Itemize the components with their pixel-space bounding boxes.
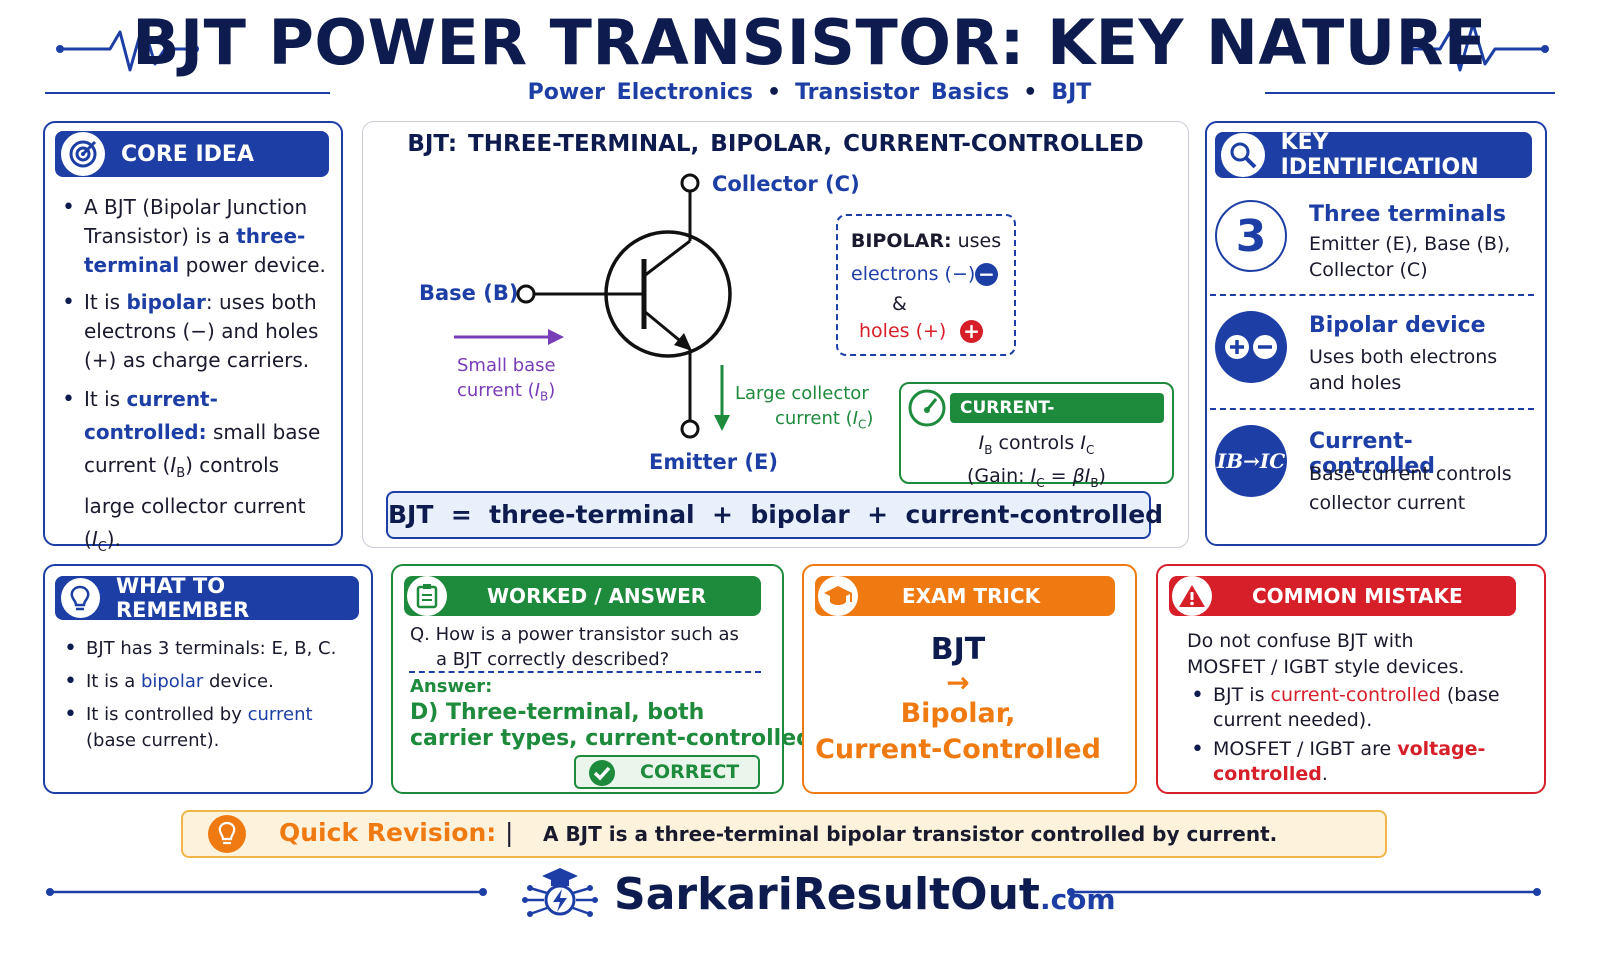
remember-header: WHAT TO REMEMBER xyxy=(55,574,359,622)
clipboard-icon xyxy=(407,576,447,616)
key-identification-title: KEY IDENTIFICATION xyxy=(1280,130,1479,180)
breadcrumb-power-electronics[interactable]: Power Electronics xyxy=(527,80,754,105)
header-rule-right xyxy=(1265,92,1555,94)
exam-trick-header: EXAM TRICK xyxy=(815,576,1115,616)
pulse-icon-right xyxy=(1406,22,1549,72)
divider xyxy=(1210,294,1534,296)
list-item: BJT has 3 terminals: E, B, C. xyxy=(60,636,360,662)
ampersand: & xyxy=(892,293,907,315)
base-label: Base (B) xyxy=(419,281,519,305)
target-icon xyxy=(61,132,105,176)
list-item: It is current-controlled: small base cur… xyxy=(58,383,333,564)
breadcrumb-transistor-basics[interactable]: Transistor Basics xyxy=(795,80,1010,105)
quick-revision-separator: | xyxy=(505,818,514,847)
warning-icon xyxy=(1172,576,1212,616)
breadcrumb-bjt[interactable]: BJT xyxy=(1051,80,1092,105)
footer-rule-left xyxy=(46,888,487,896)
key-id-item-current: IB→IC Current-controlled Base current co… xyxy=(1215,423,1535,523)
worked-header: WORKED / ANSWER xyxy=(404,576,761,616)
footer-rule-right xyxy=(1067,888,1541,896)
worked-question: Q. How is a power transistor such as a B… xyxy=(410,624,739,670)
graduation-cap-icon xyxy=(818,576,858,616)
divider xyxy=(1210,408,1534,410)
diagram-card xyxy=(362,121,1189,548)
header-rule-left xyxy=(45,92,330,94)
three-badge-icon: 3 xyxy=(1215,200,1287,272)
plus-icon: + xyxy=(960,320,983,343)
check-icon xyxy=(589,760,615,786)
list-item: It is controlled by current (base curren… xyxy=(60,702,360,754)
list-item: BJT is current-controlled (base current … xyxy=(1187,683,1527,733)
quick-revision-bar xyxy=(181,810,1387,858)
brand-logo-icon xyxy=(522,868,598,917)
brand-name[interactable]: SarkariResultOut.com xyxy=(614,869,1116,920)
common-mistake-list: BJT is current-controlled (base current … xyxy=(1187,683,1527,795)
remember-title: WHAT TO REMEMBER xyxy=(115,574,250,622)
list-item: It is a bipolar device. xyxy=(60,669,360,695)
common-mistake-title: COMMON MISTAKE xyxy=(1252,584,1463,608)
equation-banner: BJT = three-terminal + bipolar + current… xyxy=(386,491,1163,539)
quick-revision-label: Quick Revision: xyxy=(279,818,497,847)
core-idea-title: CORE IDEA xyxy=(121,141,254,167)
key-id-text: Base current controls collector current xyxy=(1309,463,1512,514)
worked-title: WORKED / ANSWER xyxy=(487,584,707,608)
diagram-heading: BJT: THREE-TERMINAL, BIPOLAR, CURRENT-CO… xyxy=(407,131,1144,157)
answer-text: D) Three-terminal, both carrier types, c… xyxy=(410,700,812,751)
gauge-icon xyxy=(908,389,946,427)
key-id-text: Uses both electrons and holes xyxy=(1309,346,1498,394)
minus-icon: − xyxy=(975,263,998,286)
list-item: It is bipolar: uses both electrons (−) a… xyxy=(58,288,333,375)
current-controlled-header: CURRENT-CONTROLLED xyxy=(950,393,1164,448)
core-idea-list: A BJT (Bipolar Junction Transistor) is a… xyxy=(58,193,333,572)
key-id-item-terminals: 3 Three terminals Emitter (E), Base (B),… xyxy=(1215,200,1535,290)
bipolar-title: BIPOLAR: uses xyxy=(850,230,1002,252)
divider xyxy=(409,671,761,673)
exam-trick-body: BJT → Bipolar, Current-Controlled xyxy=(815,632,1101,765)
key-identification-header: KEY IDENTIFICATION xyxy=(1215,130,1532,180)
page-title: BJT POWER TRANSISTOR: KEY NATURE xyxy=(132,6,1487,79)
bipolar-box xyxy=(836,214,1016,356)
small-base-current-label: Small base current (IB) xyxy=(457,355,556,404)
electrons-label: electrons (−) xyxy=(851,263,976,285)
quick-revision-text: A BJT is a three-terminal bipolar transi… xyxy=(543,822,1278,846)
current-controlled-box xyxy=(899,382,1174,484)
list-item: MOSFET / IGBT are voltage-controlled. xyxy=(1187,737,1527,787)
common-mistake-intro: Do not confuse BJT with MOSFET / IGBT st… xyxy=(1187,630,1465,678)
key-id-title: Bipolar device xyxy=(1309,313,1486,338)
current-controlled-text: IB controls IC (Gain: IC = βIB) xyxy=(967,432,1106,490)
key-id-title: Current-controlled xyxy=(1309,429,1436,479)
lightbulb-icon xyxy=(208,815,246,853)
core-idea-header: CORE IDEA xyxy=(55,131,329,177)
large-collector-current-label: Large collector current (IC) xyxy=(735,383,874,432)
answer-label: Answer: xyxy=(410,676,493,697)
exam-trick-title: EXAM TRICK xyxy=(902,584,1041,608)
collector-label: Collector (C) xyxy=(712,172,860,196)
bjt-symbol xyxy=(454,173,732,439)
plus-minus-icon xyxy=(1215,311,1287,383)
common-mistake-header: COMMON MISTAKE xyxy=(1169,576,1516,616)
remember-list: BJT has 3 terminals: E, B, C. It is a bi… xyxy=(60,636,360,761)
holes-label: holes (+) xyxy=(859,320,947,342)
magnifier-icon xyxy=(1221,133,1265,177)
list-item: A BJT (Bipolar Junction Transistor) is a… xyxy=(58,193,333,280)
correct-label: CORRECT xyxy=(640,761,740,783)
emitter-label: Emitter (E) xyxy=(649,450,778,474)
key-id-text: Emitter (E), Base (B), Collector (C) xyxy=(1309,233,1511,281)
key-id-item-bipolar: Bipolar device Uses both electrons and h… xyxy=(1215,307,1535,402)
ib-ic-badge-icon: IB→IC xyxy=(1215,425,1287,497)
lightbulb-icon xyxy=(61,578,100,618)
breadcrumb: Power Electronics•Transistor Basics•BJT xyxy=(527,80,1092,105)
key-id-title: Three terminals xyxy=(1309,202,1506,227)
pulse-icon-left xyxy=(56,22,199,72)
